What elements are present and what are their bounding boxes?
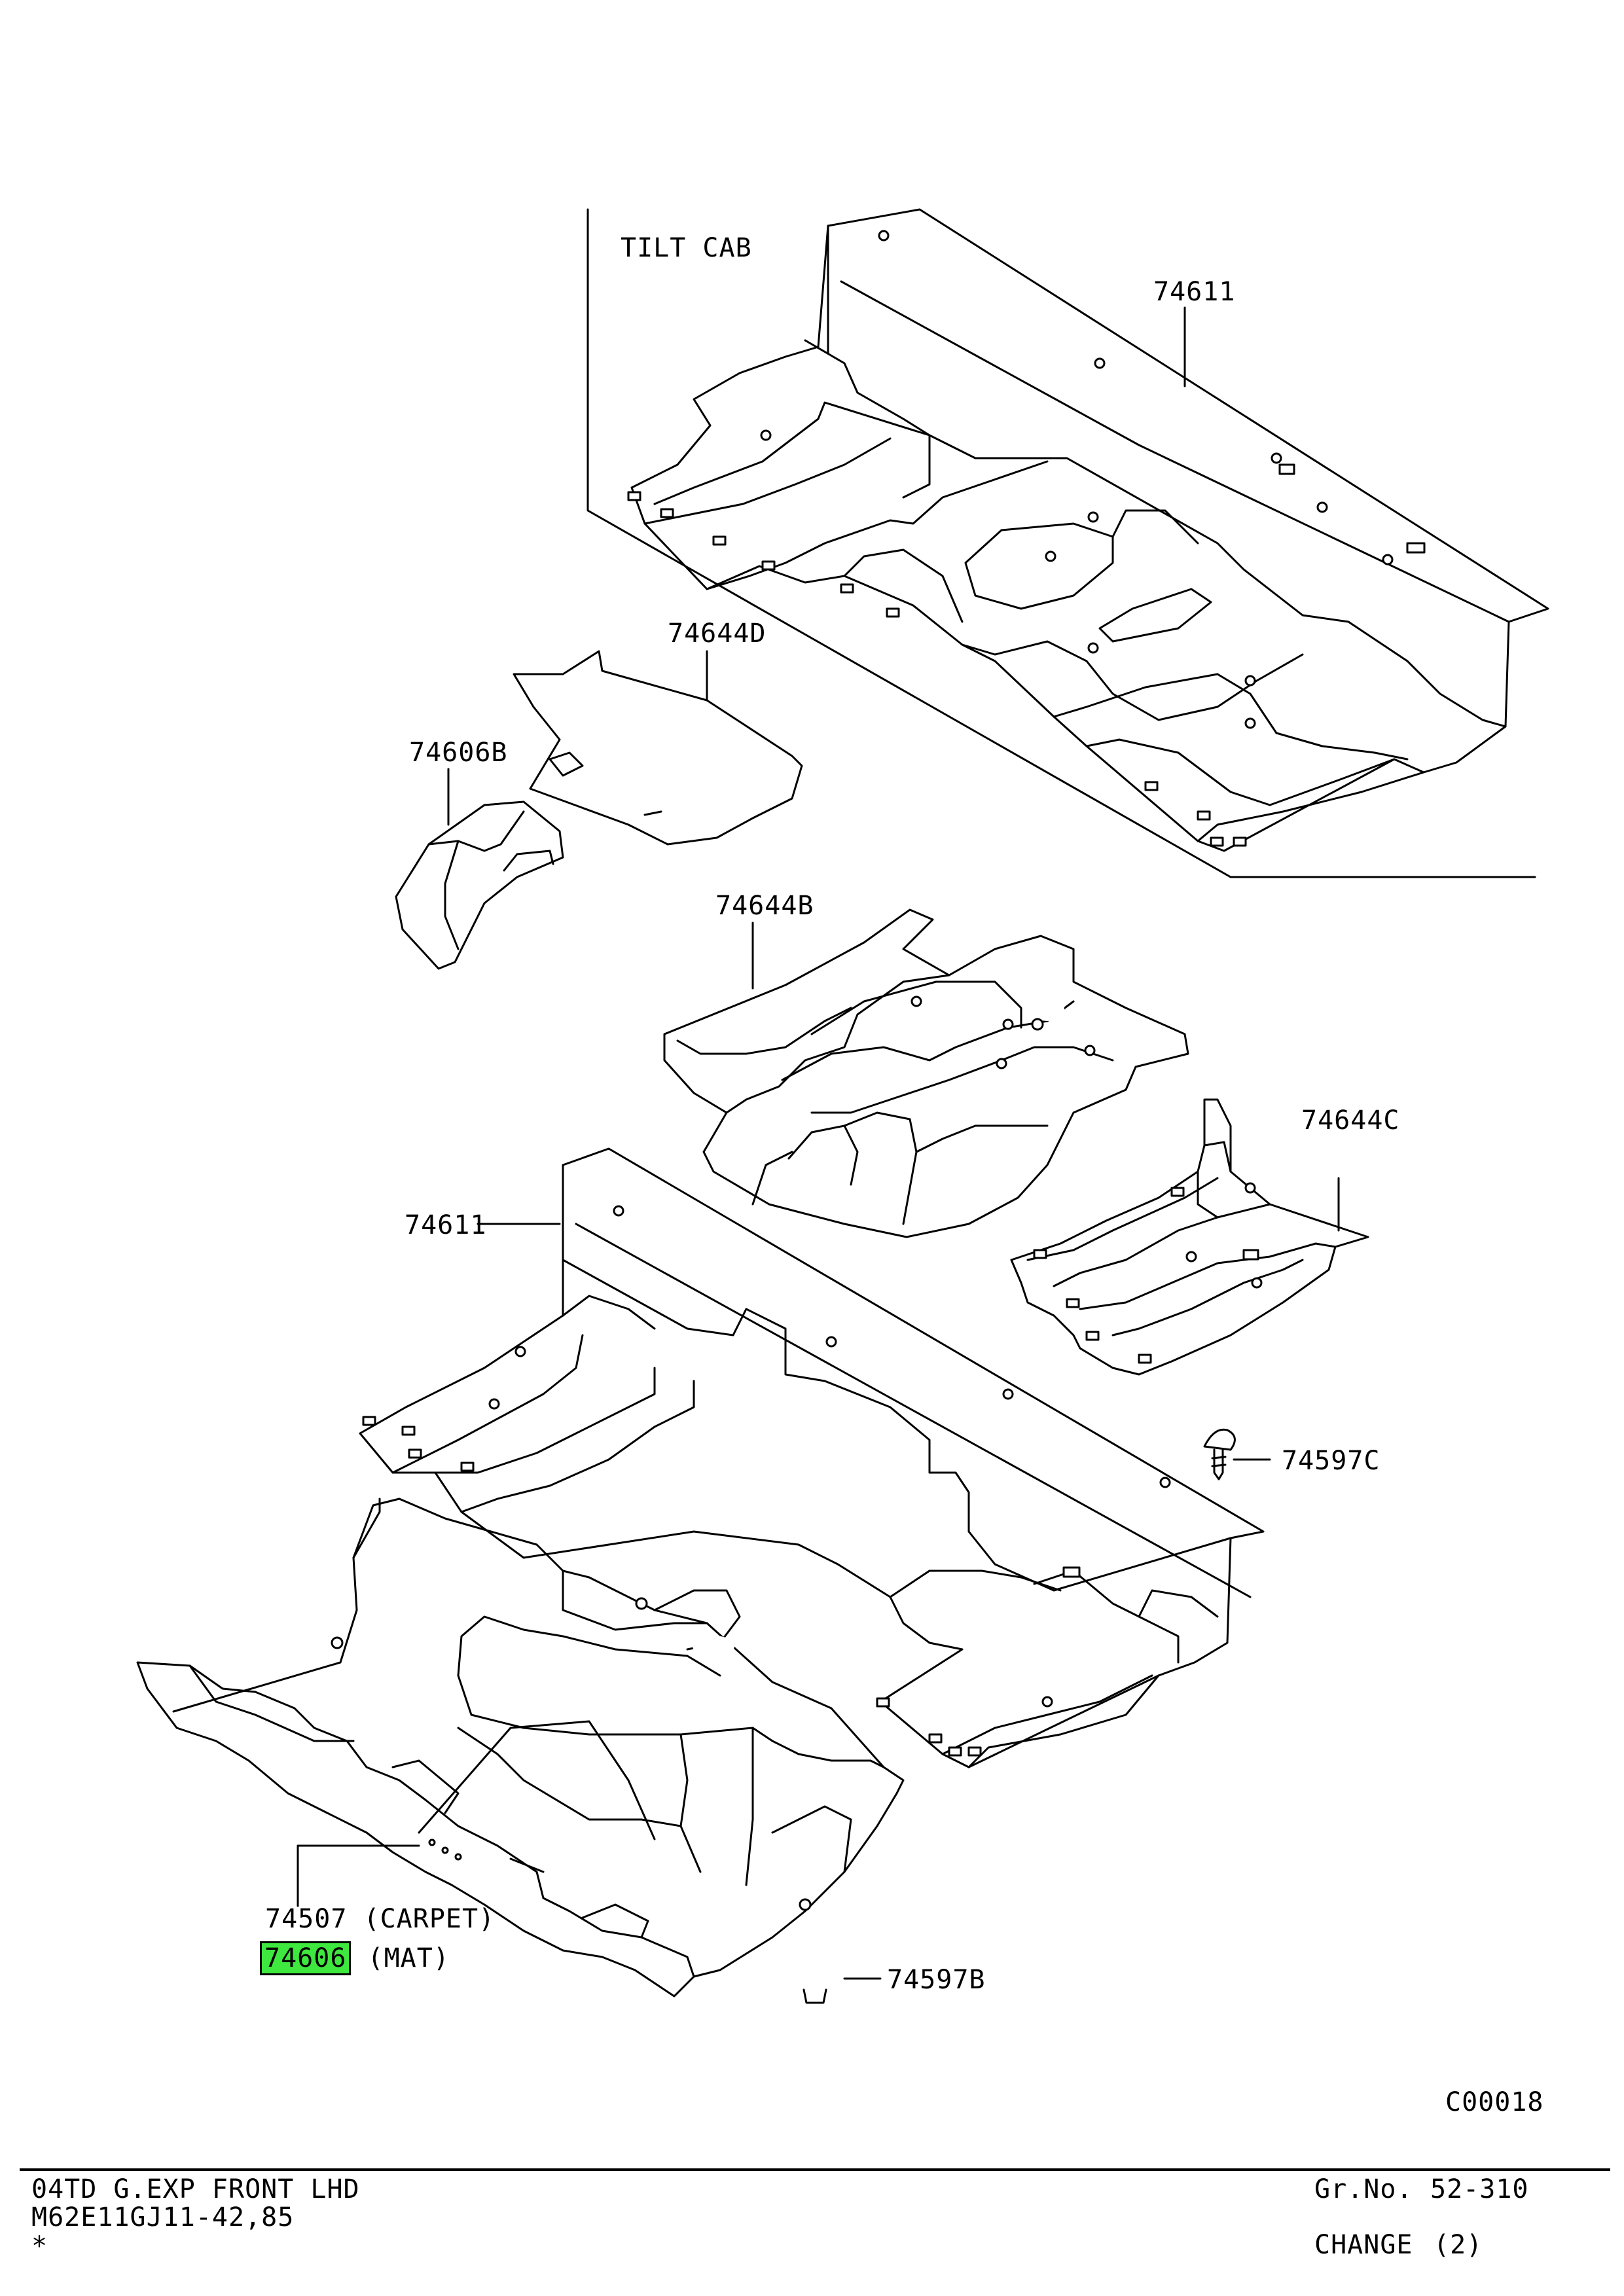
carpet-74507[interactable] [136, 1498, 905, 1998]
footer-group-label: Gr.No. [1314, 2174, 1413, 2204]
part-note-carpet: (CARPET) [363, 1904, 496, 1934]
part-label-74611-top[interactable]: 74611 [1153, 277, 1236, 307]
insulator-74644C[interactable] [1010, 1098, 1369, 1376]
part-label-74507: 74507 (CARPET) [265, 1905, 495, 1933]
part-label-74597C[interactable]: 74597C [1282, 1446, 1380, 1476]
clip-74597B[interactable] [795, 1964, 882, 2004]
footer-marker: * [31, 2231, 48, 2261]
part-note-mat: (MAT) [367, 1943, 450, 1973]
section-label-tilt-cab: TILT CAB [621, 233, 752, 263]
part-label-74644B[interactable]: 74644B [715, 891, 814, 921]
drawing-code: C00018 [1445, 2087, 1544, 2117]
part-number-74507[interactable]: 74507 [265, 1904, 348, 1934]
footer-group-value: 52-310 [1430, 2174, 1529, 2204]
part-number-74606-highlighted[interactable]: 74606 [260, 1941, 352, 1975]
part-label-74644C[interactable]: 74644C [1301, 1105, 1400, 1136]
floor-panel-74611-top[interactable] [627, 208, 1549, 852]
footer-model-line: 04TD G.EXP FRONT LHD [31, 2174, 360, 2204]
floor-panel-74611-mid[interactable] [359, 1147, 1265, 1768]
tilt-cab-bracket [586, 208, 1536, 878]
footer-code-line: M62E11GJ11-42,85 [31, 2202, 295, 2233]
part-label-74606B[interactable]: 74606B [409, 738, 508, 768]
bracket-74606B[interactable] [395, 768, 564, 970]
footer-change-value: (2) [1434, 2230, 1483, 2260]
part-label-74597B[interactable]: 74597B [887, 1965, 986, 1995]
part-label-74644D[interactable]: 74644D [668, 619, 767, 649]
insulator-74644B[interactable] [663, 908, 1189, 1238]
footer-divider [20, 2168, 1610, 2171]
clip-74597C[interactable] [1203, 1428, 1271, 1480]
footer-change-label: CHANGE [1314, 2230, 1413, 2260]
insulator-74644D[interactable] [513, 650, 803, 846]
part-label-74611-mid[interactable]: 74611 [405, 1210, 487, 1240]
part-label-74606: 74606 (MAT) [260, 1941, 450, 1975]
